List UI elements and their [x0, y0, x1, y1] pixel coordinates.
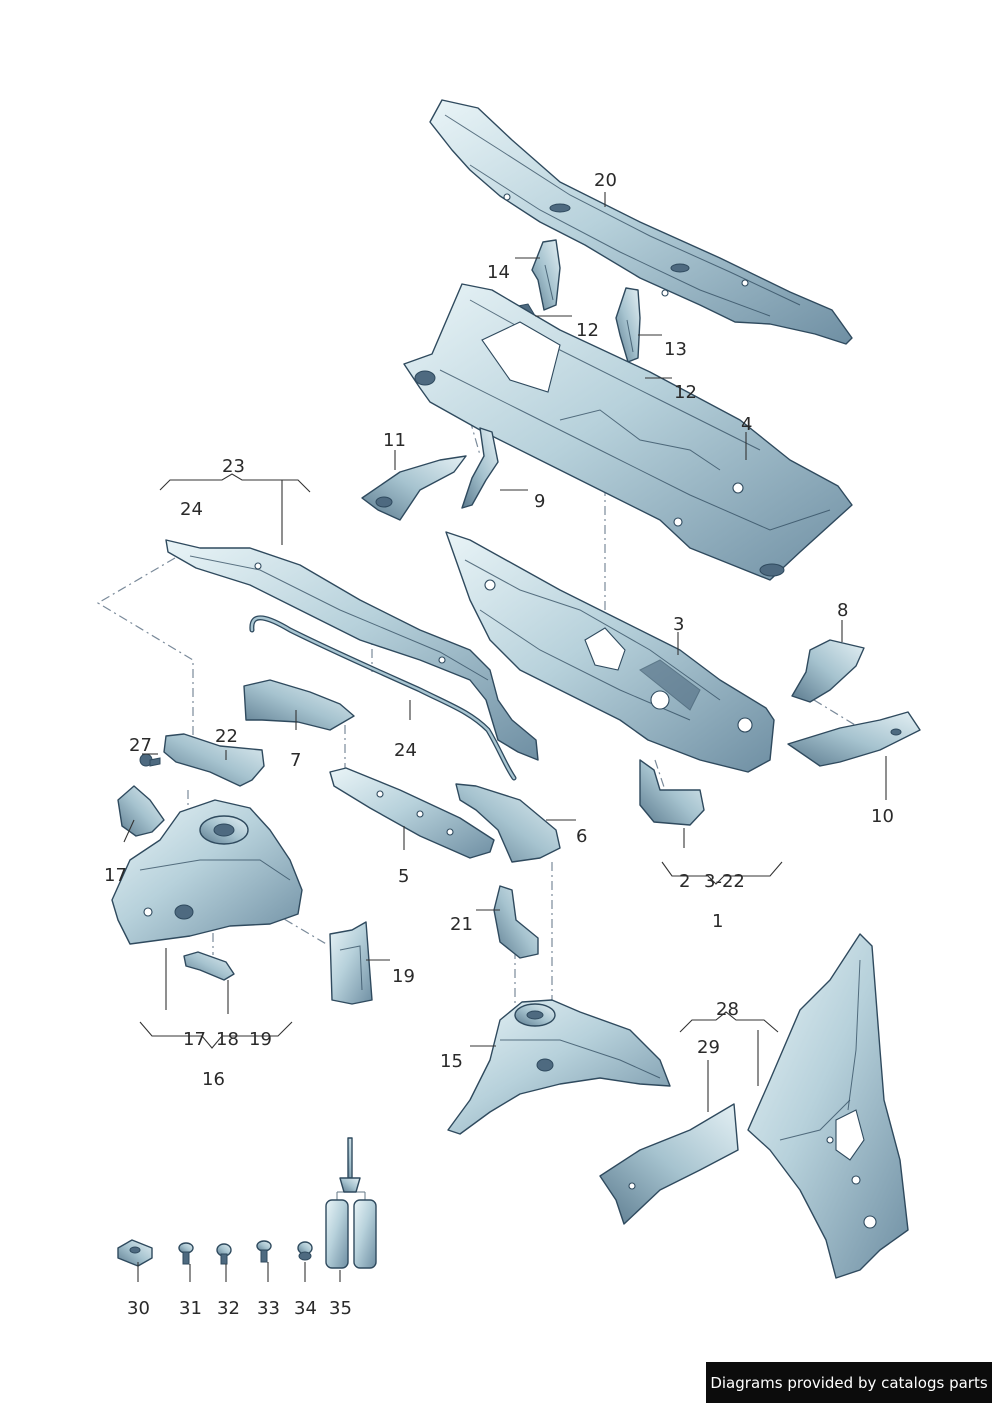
label-22: 22 — [215, 726, 238, 747]
part-5-rail — [329, 767, 495, 859]
label-11: 11 — [383, 430, 406, 451]
part-6-bracket — [455, 783, 561, 863]
label-32: 32 — [217, 1298, 240, 1319]
label-20: 20 — [594, 170, 617, 191]
label-10: 10 — [871, 806, 894, 827]
label-8: 8 — [837, 600, 848, 621]
label-19: 19 — [249, 1029, 272, 1050]
part-18-bracket — [183, 951, 235, 981]
part-8-bracket — [791, 639, 865, 703]
part-34-nut — [297, 1241, 313, 1261]
label-17: 17 — [183, 1029, 206, 1050]
part-21-bracket — [493, 885, 539, 959]
label-28: 28 — [716, 999, 739, 1020]
label-4: 4 — [741, 414, 752, 435]
part-13-bracket — [615, 287, 641, 363]
part-7-bracket — [243, 679, 355, 731]
label-12: 12 — [576, 320, 599, 341]
part-10-bracket — [787, 711, 921, 767]
part-4-plenum-panel — [403, 283, 853, 581]
part-31-screw — [178, 1242, 194, 1265]
label-24: 24 — [394, 740, 417, 761]
part-19-bracket — [329, 921, 373, 1005]
part-17-bracket — [117, 785, 165, 837]
label-16: 16 — [202, 1069, 225, 1090]
label-29: 29 — [697, 1037, 720, 1058]
part-20-cowl-crossmember — [429, 99, 853, 345]
part-11-bracket — [361, 455, 467, 521]
part-28-pillar-panel — [747, 933, 909, 1279]
label-5: 5 — [398, 866, 409, 887]
part-9-bracket — [461, 427, 499, 509]
label-3-22: 3-22 — [704, 871, 745, 892]
label-23: 23 — [222, 456, 245, 477]
part-29-bracket — [599, 1103, 739, 1225]
part-27-bolt — [139, 753, 161, 767]
part-30-cage-nut — [117, 1239, 153, 1267]
label-12: 12 — [674, 382, 697, 403]
part-23-rail — [165, 539, 539, 761]
part-32-screw — [216, 1243, 232, 1265]
label-14: 14 — [487, 262, 510, 283]
label-35: 35 — [329, 1298, 352, 1319]
label-18: 18 — [216, 1029, 239, 1050]
label-9: 9 — [534, 491, 545, 512]
part-14-bracket — [531, 239, 561, 311]
credit-banner: Diagrams provided by catalogs parts — [706, 1362, 992, 1403]
part-22-bracket — [163, 733, 265, 787]
label-3: 3 — [673, 614, 684, 635]
part-24-seal-strip — [249, 615, 517, 781]
leader-lines — [123, 192, 887, 1282]
label-1: 1 — [712, 911, 723, 932]
label-7: 7 — [290, 750, 301, 771]
part-labels: 20 14 12 13 12 4 11 9 23 24 3 8 10 27 22… — [104, 170, 894, 1319]
credit-text: Diagrams provided by catalogs parts — [710, 1373, 988, 1392]
label-17: 17 — [104, 865, 127, 886]
label-2: 2 — [679, 871, 690, 892]
label-34: 34 — [294, 1298, 317, 1319]
part-16-strut-tower — [111, 799, 303, 945]
label-21: 21 — [450, 914, 473, 935]
part-33-screw — [256, 1240, 272, 1263]
label-24: 24 — [180, 499, 203, 520]
part-15-strut-tower — [447, 999, 671, 1135]
label-30: 30 — [127, 1298, 150, 1319]
label-33: 33 — [257, 1298, 280, 1319]
part-2-insulation — [639, 759, 705, 826]
label-6: 6 — [576, 826, 587, 847]
label-15: 15 — [440, 1051, 463, 1072]
part-35-adhesive-cartridge — [325, 1137, 377, 1269]
label-27: 27 — [129, 735, 152, 756]
label-13: 13 — [664, 339, 687, 360]
label-31: 31 — [179, 1298, 202, 1319]
label-19: 19 — [392, 966, 415, 987]
part-3-bulkhead — [445, 531, 775, 773]
